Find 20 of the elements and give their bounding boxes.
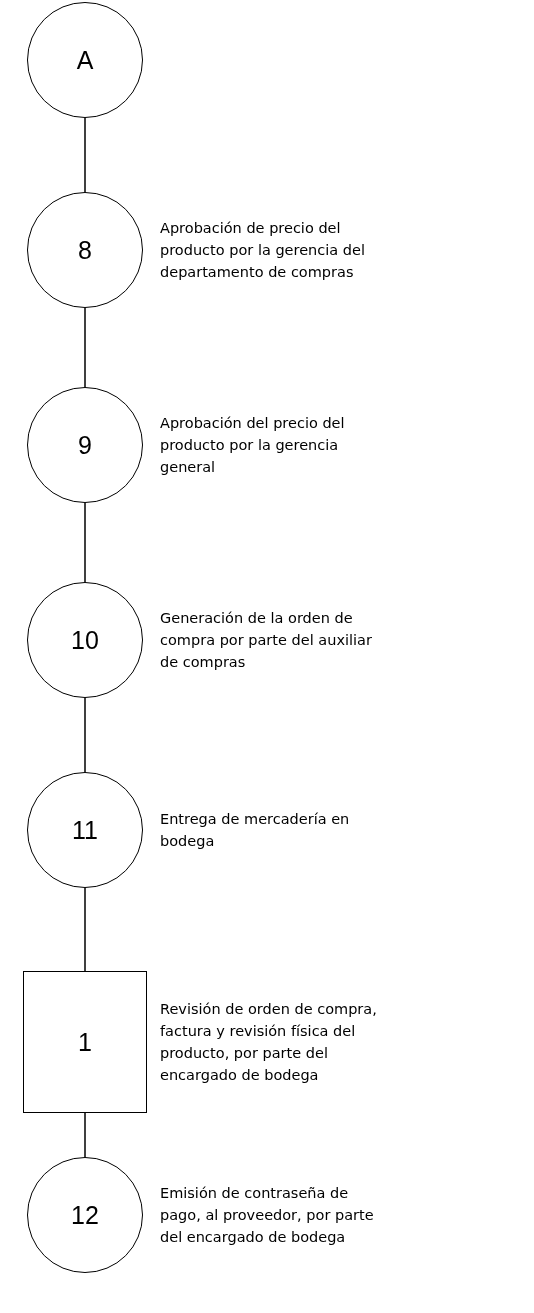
step-description: Aprobación del precio del producto por la gerencia general xyxy=(160,414,346,477)
connector-line xyxy=(84,887,86,972)
step-number: 12 xyxy=(71,1200,99,1230)
connector-line xyxy=(84,697,86,773)
connector-line xyxy=(84,502,86,583)
step-number: 10 xyxy=(71,625,99,655)
inspection-box xyxy=(23,971,147,1113)
step-number: A xyxy=(76,45,94,75)
step-number: 11 xyxy=(72,815,98,845)
step-description: Entrega de mercadería en bodega xyxy=(160,810,351,851)
step-number: 1 xyxy=(78,1027,92,1057)
connector-line xyxy=(84,1112,86,1158)
step-number: 8 xyxy=(78,235,92,265)
step-description: Generación de la orden de compra por parte del auxiliar de compras xyxy=(160,609,373,672)
step-description: Revisión de orden de compra, factura y revisión física del producto, por parte del encargado de bodega xyxy=(160,1000,378,1085)
step-description: Emisión de contraseña de pago, al proveedor, por parte del encargado de bodega xyxy=(160,1184,375,1247)
step-number: 9 xyxy=(78,430,92,460)
connector-line xyxy=(84,117,86,193)
step-description: Aprobación de precio del producto por la gerencia del departamento de compras xyxy=(160,219,366,282)
connector-line xyxy=(84,307,86,388)
